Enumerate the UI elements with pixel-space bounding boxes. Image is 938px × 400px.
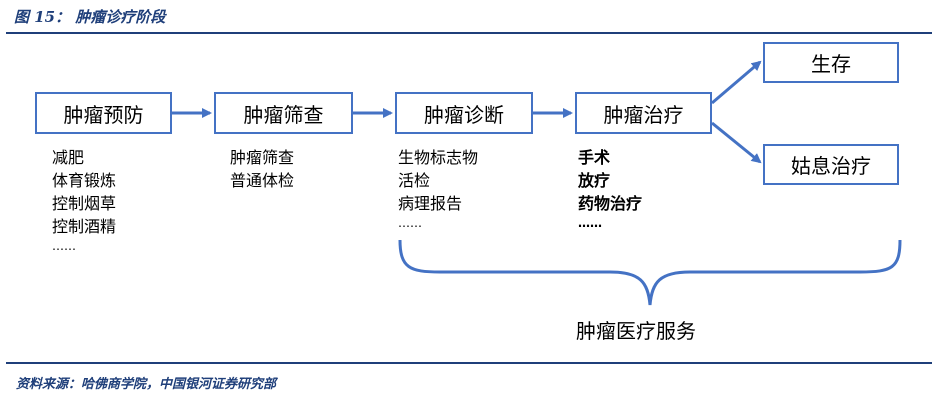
bottom-divider (6, 362, 932, 364)
list-item: 活检 (398, 171, 431, 190)
diagnosis-items: 生物标志物 活检 病理报告 …… (398, 146, 478, 231)
stage-label-prevention: 肿瘤预防 (63, 102, 144, 127)
screening-items: 肿瘤筛查 普通体检 (230, 146, 294, 192)
service-brace (398, 239, 902, 306)
outcome-label-survival: 生存 (811, 52, 851, 76)
outcome-label-palliative: 姑息治疗 (791, 154, 871, 178)
figure-title: 图 15： 肿瘤诊疗阶段 (14, 8, 166, 26)
outcome-box-palliative: 姑息治疗 (763, 144, 899, 185)
outcome-box-survival: 生存 (763, 42, 899, 83)
list-item: 病理报告 (398, 194, 463, 213)
arrow-treatment-to-palliative (711, 121, 762, 164)
list-item-ellipsis: …… (578, 216, 602, 230)
list-item: 体育锻炼 (52, 171, 117, 190)
stage-box-diagnosis: 肿瘤诊断 (395, 92, 533, 134)
prevention-items: 减肥 体育锻炼 控制烟草 控制酒精 …… (52, 146, 116, 254)
list-item: 放疗 (578, 171, 611, 190)
top-divider (6, 32, 932, 34)
stage-box-prevention: 肿瘤预防 (35, 92, 172, 134)
stage-label-treatment: 肿瘤治疗 (603, 102, 684, 127)
service-label: 肿瘤医疗服务 (576, 319, 696, 343)
list-item: 手术 (578, 148, 611, 167)
list-item-ellipsis: …… (52, 239, 76, 253)
list-item: 控制烟草 (52, 194, 117, 213)
stage-label-screening: 肿瘤筛查 (243, 102, 324, 127)
list-item: 肿瘤筛查 (230, 148, 295, 167)
treatment-items: 手术 放疗 药物治疗 …… (578, 146, 642, 231)
stage-label-diagnosis: 肿瘤诊断 (424, 102, 504, 127)
list-item: 药物治疗 (578, 194, 643, 213)
list-item: 生物标志物 (398, 148, 479, 167)
stage-box-screening: 肿瘤筛查 (214, 92, 353, 134)
source-note: 资料来源：哈佛商学院，中国银河证券研究部 (16, 377, 277, 392)
arrow-treatment-to-survival (711, 60, 762, 105)
stage-box-treatment: 肿瘤治疗 (575, 92, 712, 134)
list-item: 普通体检 (230, 171, 295, 190)
list-item: 减肥 (52, 148, 85, 167)
list-item: 控制酒精 (52, 217, 117, 236)
list-item-ellipsis: …… (398, 216, 422, 230)
